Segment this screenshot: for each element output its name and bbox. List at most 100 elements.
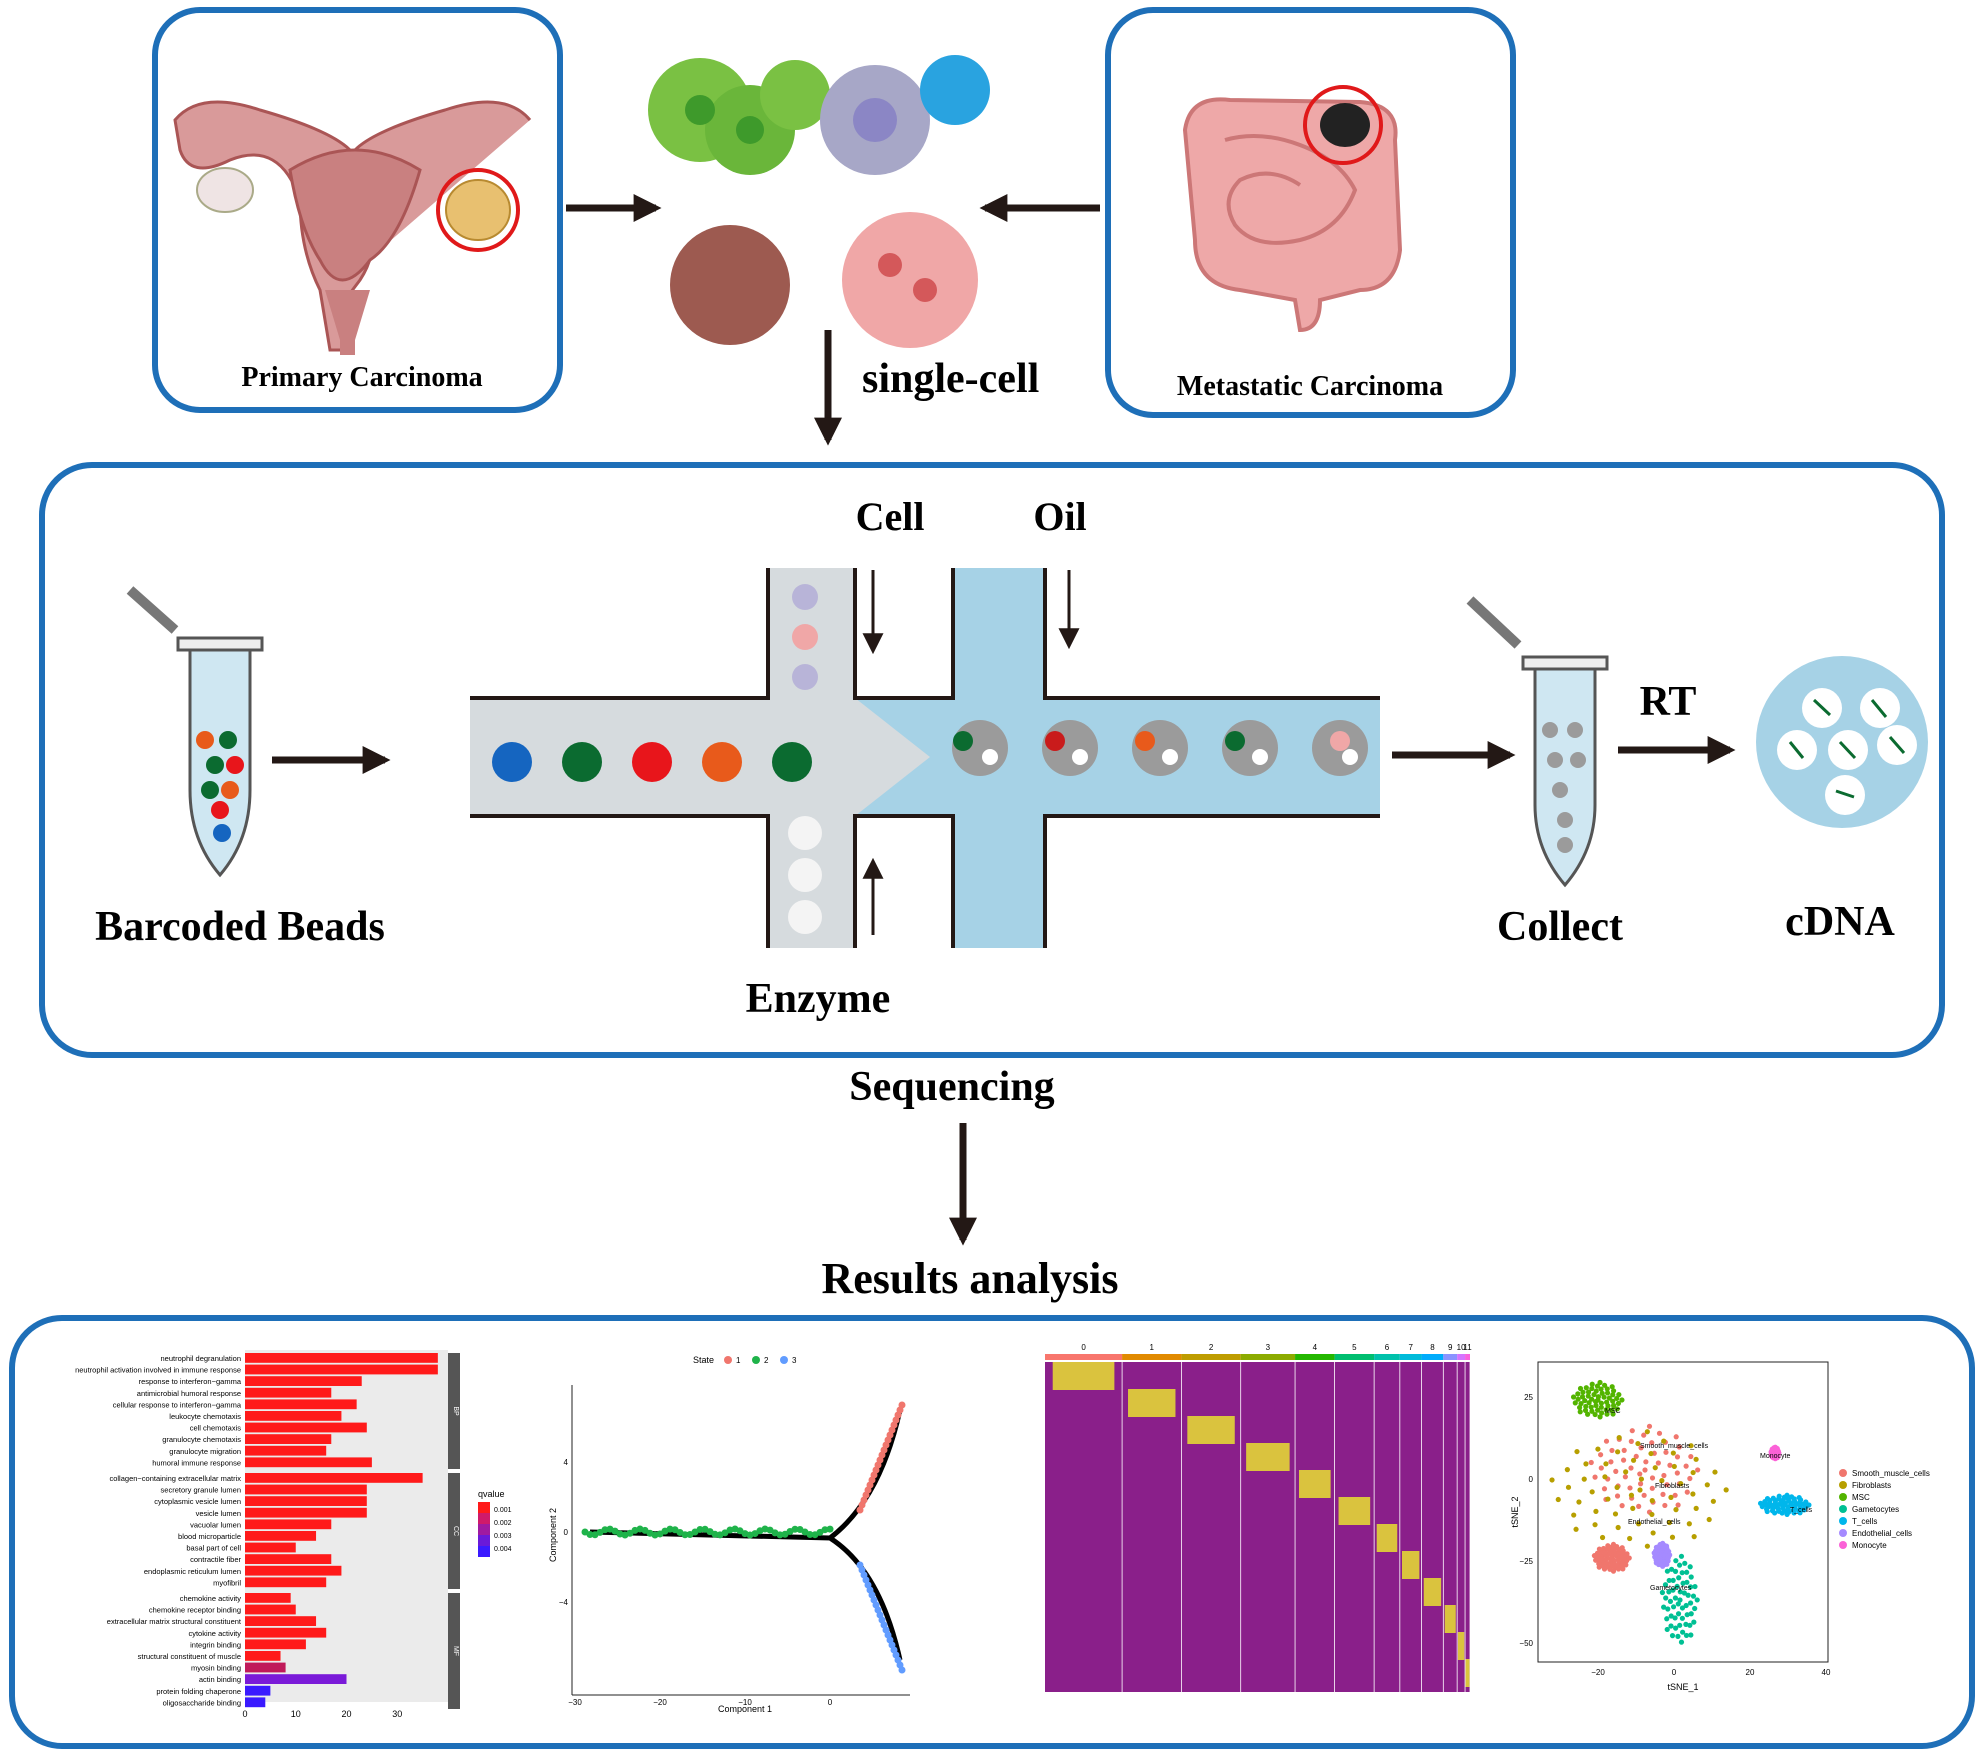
go-legend-tick: 0.004 <box>494 1546 512 1553</box>
tsne-point <box>1549 1477 1555 1483</box>
traj-point <box>696 1525 704 1533</box>
tsne-point <box>1615 1449 1621 1455</box>
tsne-point <box>1599 1390 1605 1396</box>
go-x-tick: 0 <box>242 1709 247 1719</box>
cdna-dish <box>1756 656 1928 828</box>
tsne-point <box>1670 1577 1676 1583</box>
go-bar <box>245 1496 367 1506</box>
tsne-point <box>1642 1467 1648 1473</box>
tsne-point <box>1661 1604 1667 1610</box>
tsne-point <box>1604 1390 1611 1396</box>
tsne-point <box>1585 1389 1592 1395</box>
tsne-point <box>1619 1545 1625 1551</box>
tsne-point <box>1604 1386 1610 1392</box>
tsne-point <box>1784 1511 1790 1517</box>
bead-row <box>492 742 812 782</box>
tsne-legend-dot <box>1839 1469 1847 1477</box>
tsne-point <box>1593 1402 1599 1409</box>
tsne-point <box>1633 1453 1639 1460</box>
tsne-point <box>1577 1385 1584 1392</box>
tsne-point <box>1660 1563 1666 1569</box>
tsne-point <box>1650 1530 1656 1536</box>
tsne-point <box>1679 1615 1685 1621</box>
tsne-point <box>1770 1495 1776 1501</box>
tsne-y-tick: 25 <box>1524 1393 1533 1402</box>
tsne-point <box>1677 1622 1683 1628</box>
go-bar <box>245 1411 342 1421</box>
traj-point <box>681 1531 689 1539</box>
tsne-point <box>1652 1465 1658 1471</box>
go-bar <box>245 1577 327 1588</box>
enzyme-label: Enzyme <box>746 976 891 1022</box>
go-x-tick: 10 <box>291 1709 301 1719</box>
traj-point <box>806 1531 814 1539</box>
tsne-point <box>1574 1448 1580 1455</box>
tsne-point <box>1688 1632 1694 1638</box>
tsne-point <box>1619 1503 1625 1509</box>
go-bar <box>245 1434 332 1444</box>
heatmap-cluster-band <box>1181 1354 1241 1360</box>
tsne-legend-label: Fibroblasts <box>1852 1481 1891 1490</box>
tsne-point <box>1688 1574 1694 1580</box>
tsne-point <box>1655 1460 1661 1466</box>
tsne-y-tick: −25 <box>1519 1557 1533 1566</box>
heatmap-block <box>1246 1443 1290 1471</box>
go-facet-strip <box>448 1353 460 1469</box>
go-bar <box>245 1627 327 1638</box>
go-bar <box>245 1651 281 1661</box>
go-bar <box>245 1531 317 1541</box>
go-bar <box>245 1616 317 1626</box>
tsne-point <box>1663 1595 1669 1601</box>
tsne-point <box>1667 1598 1674 1604</box>
tsne-point <box>1668 1623 1674 1629</box>
heatmap-cluster-band <box>1421 1354 1444 1360</box>
tsne-point <box>1673 1507 1679 1513</box>
barcoded-beads-label: Barcoded Beads <box>95 904 385 950</box>
tsne-point <box>1688 1584 1694 1590</box>
tsne-point <box>1672 1595 1679 1601</box>
go-term-label: chemokine receptor binding <box>149 1606 241 1615</box>
tsne-point <box>1663 1449 1669 1455</box>
tsne-point <box>1623 1562 1629 1568</box>
intestine-illustration <box>1182 85 1403 333</box>
heatmap-cluster-label: 1 <box>1150 1343 1155 1352</box>
uterus-illustration <box>173 100 532 355</box>
heatmap-block <box>1299 1470 1331 1498</box>
tsne-point <box>1577 1409 1583 1415</box>
tsne-point <box>1649 1498 1655 1504</box>
tsne-point <box>1598 1400 1605 1406</box>
tsne-point <box>1573 1526 1579 1532</box>
tsne-point <box>1583 1403 1589 1410</box>
go-legend-tick: 0.001 <box>494 1507 512 1514</box>
tsne-point <box>1771 1510 1778 1516</box>
traj-x-tick: −10 <box>738 1698 752 1707</box>
tsne-point <box>1669 1534 1676 1540</box>
tsne-cluster-label: Smooth_muscle_cells <box>1640 1443 1709 1450</box>
tsne-point <box>1644 1543 1650 1549</box>
tsne-point <box>1596 1564 1602 1570</box>
tsne-point <box>1571 1512 1577 1518</box>
tsne-point <box>1661 1438 1667 1444</box>
tsne-point <box>1664 1482 1670 1488</box>
tsne-point <box>1676 1575 1682 1581</box>
tsne-point <box>1621 1447 1627 1453</box>
tsne-point <box>1675 1633 1681 1639</box>
tsne-point <box>1601 1486 1608 1492</box>
tsne-point <box>1690 1593 1697 1599</box>
go-term-label: granulocyte migration <box>169 1447 241 1456</box>
tsne-point <box>1649 1440 1655 1446</box>
tsne-cluster-label: Monocyte <box>1760 1453 1790 1460</box>
heatmap-cluster-band <box>1122 1354 1182 1360</box>
cell-label: Cell <box>856 494 925 539</box>
go-facet-label: BP <box>452 1406 459 1416</box>
tsne-legend-dot <box>1839 1517 1847 1525</box>
go-bar <box>245 1473 423 1483</box>
heatmap-background <box>1045 1362 1470 1692</box>
tsne-point <box>1687 1622 1693 1628</box>
tsne-point <box>1593 1398 1599 1405</box>
tsne-point <box>1620 1566 1626 1572</box>
tsne-point <box>1592 1411 1598 1418</box>
